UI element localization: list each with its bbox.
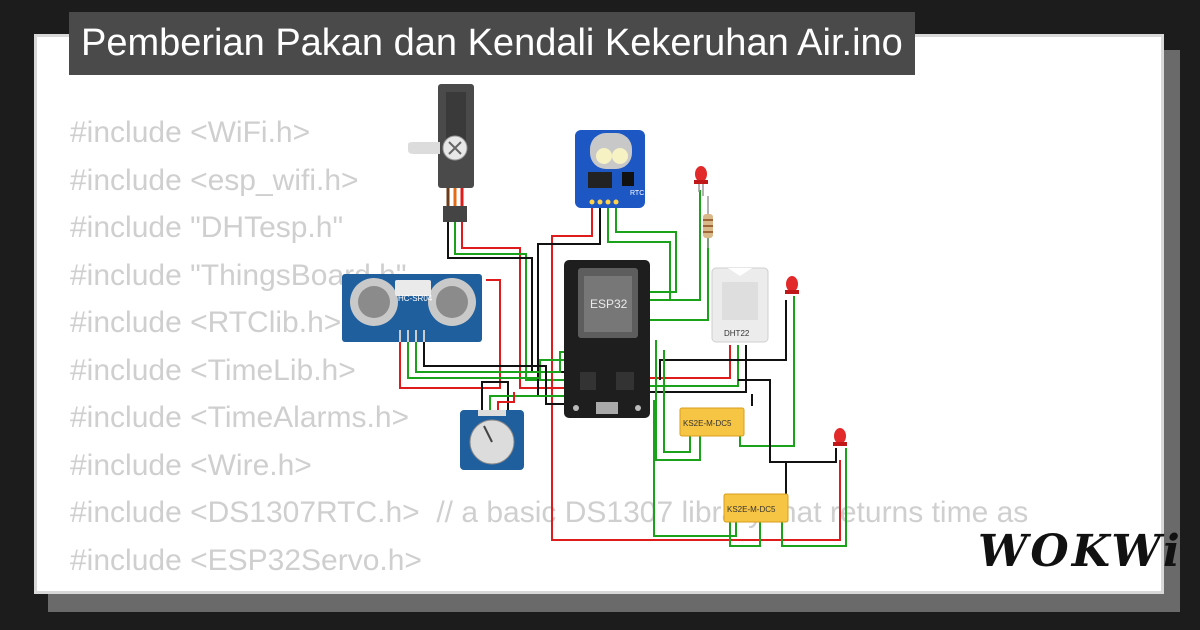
code-line: #include <Wire.h> — [70, 448, 312, 482]
code-line: #include "DHTesp.h" — [70, 211, 344, 244]
wire-green — [415, 338, 566, 373]
wire-green — [489, 395, 566, 412]
wire-green — [407, 338, 566, 379]
page-title: Pemberian Pakan dan Kendali Kekeruhan Ai… — [69, 12, 915, 75]
wire-red — [551, 207, 841, 541]
code-line: #include <TimeAlarms.h> — [70, 401, 410, 434]
wire-green — [653, 400, 737, 537]
dht22-label: DHT22 — [724, 329, 750, 338]
wire-red — [648, 345, 731, 379]
dht22-sensor: DHT22 — [711, 267, 769, 343]
code-line: #include <WiFi.h> — [70, 116, 311, 149]
wire-green — [663, 350, 691, 453]
led-1 — [694, 166, 708, 196]
wire-green — [648, 236, 709, 321]
led-2 — [785, 276, 799, 294]
wire-black — [659, 300, 787, 380]
wire-red — [399, 279, 501, 389]
wire-black — [738, 379, 837, 463]
wire-green — [729, 516, 761, 547]
wires — [399, 190, 847, 547]
potentiometer — [460, 410, 524, 470]
wire-green — [615, 207, 677, 293]
ultrasonic-sensor: HC-SR04 — [342, 274, 482, 342]
rtc-module: RTC — [575, 130, 645, 208]
led-3 — [833, 428, 847, 446]
ultrasonic-label: HC-SR04 — [398, 294, 433, 303]
wire-black — [423, 338, 566, 405]
wire-black — [770, 461, 787, 494]
servo-motor — [408, 84, 474, 222]
rtc-label: RTC — [630, 190, 644, 197]
relay-2: KS2E-M-DC5 — [723, 493, 789, 523]
esp32-board: ESP32 — [564, 260, 650, 418]
wire-red — [497, 392, 515, 412]
relay-1-label: KS2E-M-DC5 — [683, 419, 732, 428]
relay-2-label: KS2E-M-DC5 — [727, 505, 776, 514]
wire-green — [655, 340, 701, 461]
code-line: #include <esp_wifi.h> — [70, 163, 359, 197]
code-line: #include <ESP32Servo.h> — [70, 543, 422, 577]
wire-red — [461, 222, 566, 389]
wokwi-logo: WOKWi — [978, 526, 1183, 577]
wire-green — [648, 190, 701, 301]
wire-green — [739, 296, 795, 447]
wire-green — [454, 222, 566, 381]
wire-green — [648, 345, 739, 387]
resistor — [703, 196, 713, 248]
code-line: #include <TimeLib.h> — [70, 353, 356, 387]
relay-1: KS2E-M-DC5 — [679, 407, 745, 437]
code-line: #include <RTClib.h> — [70, 306, 342, 339]
wire-green — [781, 448, 847, 547]
esp32-label: ESP32 — [590, 297, 628, 311]
code-preview: #include <WiFi.h> #include <esp_wifi.h> #i… — [70, 109, 1028, 591]
wire-black — [648, 345, 747, 393]
